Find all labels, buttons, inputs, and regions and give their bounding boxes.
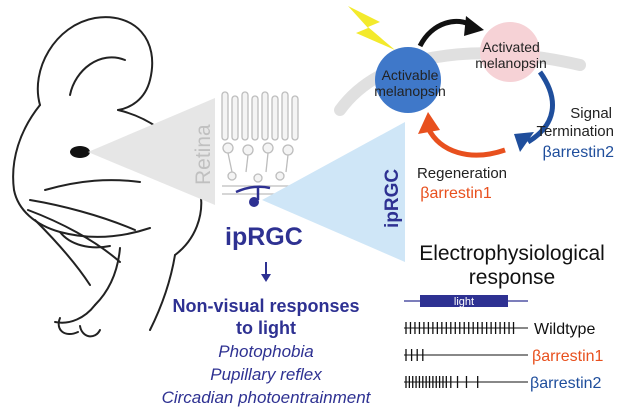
ephys-title-line2: response	[469, 266, 555, 289]
trace-barrestin1-label: βarrestin1	[532, 348, 604, 365]
light-bar-label: light	[454, 296, 474, 308]
retina-label: Retina	[192, 124, 215, 185]
activated-label-line1: Activated	[482, 39, 540, 55]
response-pupillary-reflex: Pupillary reflex	[210, 365, 322, 384]
response-photophobia: Photophobia	[218, 342, 313, 361]
activable-label-line1: Activable	[382, 67, 439, 83]
regen-barrestin1-label: βarrestin1	[420, 185, 492, 202]
activated-melanopsin-circle	[480, 22, 540, 82]
trace-barrestin2	[404, 376, 528, 388]
activable-label-line2: melanopsin	[374, 83, 446, 99]
activated-label-line2: melanopsin	[475, 55, 547, 71]
termination-label: Termination	[536, 123, 614, 140]
response-circadian: Circadian photoentrainment	[162, 388, 372, 407]
mouse-head-drawing	[12, 16, 203, 338]
nonvisual-title-line1: Non-visual responses	[172, 296, 359, 316]
regeneration-label: Regeneration	[417, 165, 507, 182]
activable-melanopsin-circle	[375, 47, 441, 113]
eye-to-retina-cone	[88, 98, 215, 205]
iprgc-zoom-cone	[262, 122, 405, 262]
iprgc-cell-drawing	[235, 185, 271, 207]
ephys-title-line1: Electrophysiological	[419, 242, 605, 265]
iprgc-main-label: ipRGC	[225, 223, 303, 251]
iprgc-vertical-label: ipRGC	[382, 169, 403, 228]
nonvisual-title-line2: to light	[236, 318, 296, 338]
trace-wildtype-label: Wildtype	[534, 321, 595, 338]
signal-barrestin2-label: βarrestin2	[543, 144, 615, 161]
light-stimulus-bar	[420, 295, 508, 307]
trace-barrestin2-label: βarrestin2	[530, 375, 602, 392]
signal-label: Signal	[570, 105, 612, 122]
retina-layers-drawing	[221, 91, 299, 195]
trace-wildtype	[404, 322, 528, 334]
lightning-bolt-icon	[348, 6, 395, 50]
regeneration-arrow	[425, 126, 506, 158]
activation-arrow	[417, 18, 474, 48]
down-arrow-icon	[261, 262, 271, 282]
trace-barrestin1	[404, 349, 528, 361]
termination-arrow	[526, 70, 555, 145]
mouse-eye-icon	[70, 146, 90, 158]
